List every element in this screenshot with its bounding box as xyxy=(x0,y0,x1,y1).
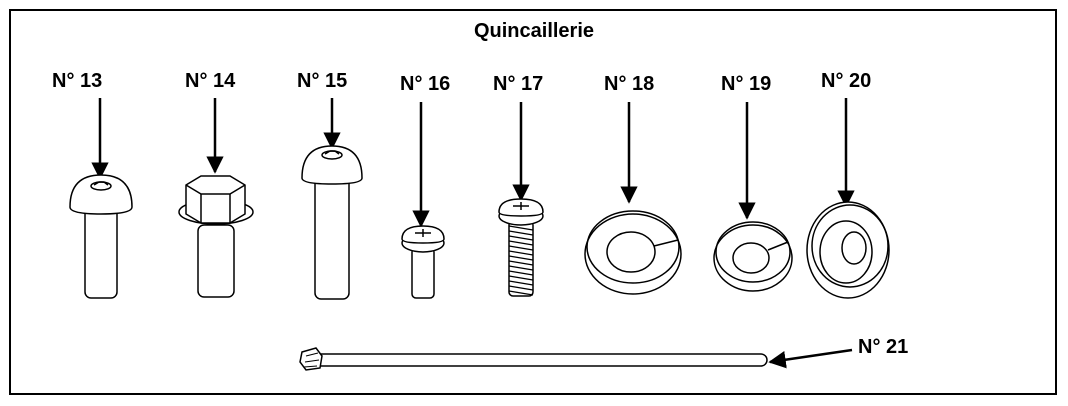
label-part-20: N° 20 xyxy=(821,70,872,92)
label-part-13: N° 13 xyxy=(52,70,103,92)
flat-washer-icon xyxy=(806,201,890,299)
label-part-15: N° 15 xyxy=(297,70,348,92)
split-lock-washer-large-icon xyxy=(584,210,682,295)
split-lock-washer-small-icon xyxy=(713,221,793,292)
label-part-17: N° 17 xyxy=(493,73,544,95)
phillips-pan-head-screw-threaded-icon xyxy=(498,198,544,297)
label-part-21: N° 21 xyxy=(858,336,909,358)
label-part-18: N° 18 xyxy=(604,73,655,95)
phillips-pan-head-screw-short-icon xyxy=(401,225,445,299)
pointer-arrows xyxy=(91,98,855,369)
diagram-title: Quincaillerie xyxy=(473,20,595,42)
label-part-14: N° 14 xyxy=(185,70,236,92)
button-head-hex-socket-bolt-icon xyxy=(69,174,133,299)
arrow-21 xyxy=(768,348,853,369)
label-part-16: N° 16 xyxy=(400,73,451,95)
long-button-head-bolt-icon xyxy=(301,145,363,300)
hex-flange-bolt-icon xyxy=(178,175,254,298)
label-part-19: N° 19 xyxy=(721,73,772,95)
diagram-frame xyxy=(9,9,1057,395)
cable-tie-icon xyxy=(299,347,768,371)
